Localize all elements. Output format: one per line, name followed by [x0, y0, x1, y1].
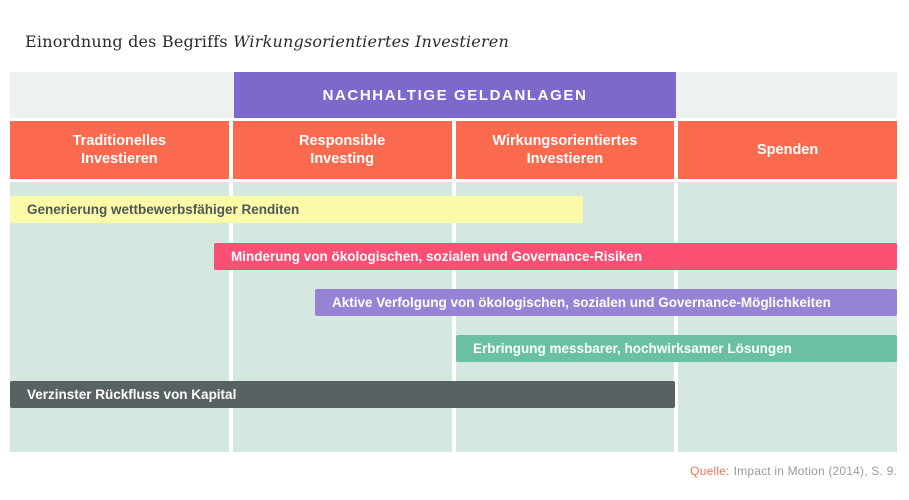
body-column-row [10, 182, 897, 452]
bar-verfolgung-esg-moeglichkeiten: Aktive Verfolgung von ökologischen, sozi… [315, 289, 897, 316]
header-line: Traditionelles [72, 132, 167, 149]
bar-verzinster-rueckfluss: Verzinster Rückfluss von Kapital [10, 381, 675, 408]
column-header-responsible-investing: Responsible Investing [232, 121, 452, 179]
banner-nachhaltige-geldanlagen: NACHHALTIGE GELDANLAGEN [234, 72, 676, 118]
header-line: Investing [310, 151, 374, 167]
column-header-wirkungsorientiertes-investieren: Wirkungsorientiertes Investieren [455, 121, 675, 179]
header-line: Responsible [299, 132, 386, 149]
top-row-background: NACHHALTIGE GELDANLAGEN [10, 72, 897, 118]
header-line: Spenden [757, 141, 819, 158]
bar-minderung-esg-risiken: Minderung von ökologischen, sozialen und… [214, 243, 897, 270]
column-track-spenden [678, 182, 897, 452]
page-title: Einordnung des Begriffs Wirkungsorientie… [25, 32, 509, 51]
title-prefix: Einordnung des Begriffs [25, 32, 228, 51]
bar-generierung-renditen: Generierung wettbewerbsfähiger Renditen [10, 196, 583, 223]
source-text: Impact in Motion (2014), S. 9. [733, 464, 897, 478]
column-header-spenden: Spenden [678, 121, 897, 179]
source-citation: Quelle:Impact in Motion (2014), S. 9. [690, 464, 897, 478]
bar-erbringung-loesungen: Erbringung messbarer, hochwirksamer Lösu… [456, 335, 897, 362]
header-line: Wirkungsorientiertes [492, 132, 638, 149]
header-line: Investieren [81, 151, 158, 167]
column-header-traditionelles-investieren: Traditionelles Investieren [10, 121, 229, 179]
header-line: Investieren [526, 151, 604, 167]
title-emphasis: Wirkungsorientiertes Investieren [233, 32, 509, 51]
spectrum-diagram: NACHHALTIGE GELDANLAGEN Traditionelles I… [10, 72, 897, 452]
source-label: Quelle: [690, 464, 730, 478]
column-header-row: Traditionelles Investieren Responsible I… [10, 121, 897, 179]
